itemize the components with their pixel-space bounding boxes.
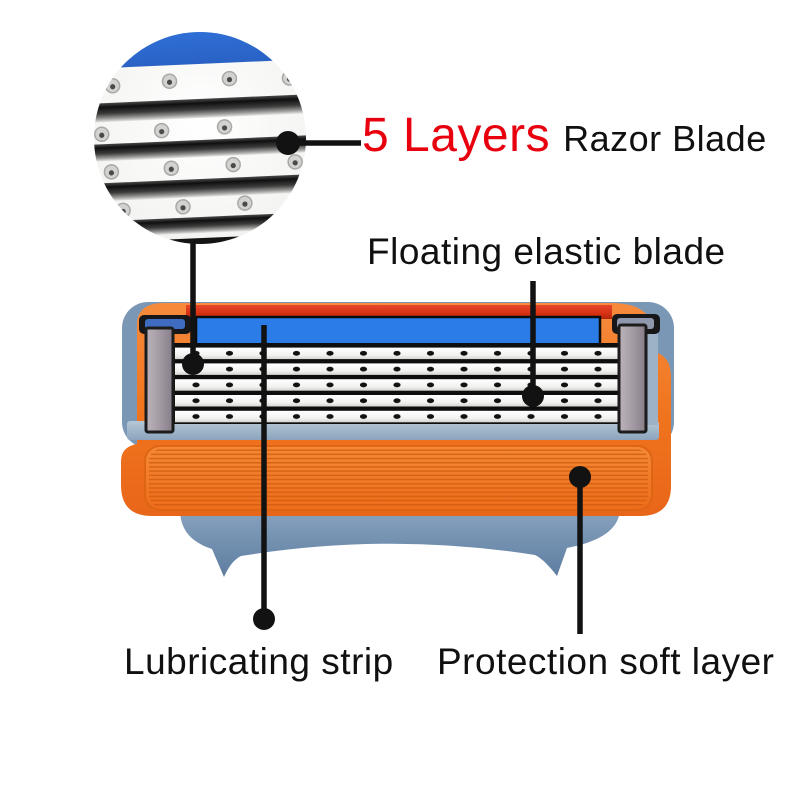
blade-stack [171,343,621,424]
lubricating-pointer-dot [253,608,275,630]
right-clamp [612,314,660,434]
five-layers-pointer-dot [276,131,300,155]
protection-pointer-dot [569,466,591,488]
callout-dots [182,131,591,630]
right-steel-channel [646,333,658,425]
left-clamp [139,315,191,434]
floating-blade-pointer-dot [522,385,544,407]
callout-pointers [190,140,583,634]
floating-elastic-blade-label: Floating elastic blade [367,231,726,272]
magnifier-pointer-dot [182,353,204,375]
lubricating-strip [194,315,602,348]
protection-soft-layer-label: Protection soft layer [437,641,775,682]
cartridge-base [179,505,621,577]
lubricating-strip-label: Lubricating strip [124,641,394,682]
five-layers-accent-text: 5 Layers [362,109,551,162]
razor-blade-text: Razor Blade [563,118,767,159]
protection-soft-layer [144,445,653,511]
five-layers-callout: 5 Layers Razor Blade [362,108,767,163]
top-strip-red [186,305,612,319]
razor-cartridge [121,302,674,577]
magnifier-lubricating-strip [94,32,306,70]
blade-rivets [192,347,612,423]
retainer-band [127,421,659,440]
